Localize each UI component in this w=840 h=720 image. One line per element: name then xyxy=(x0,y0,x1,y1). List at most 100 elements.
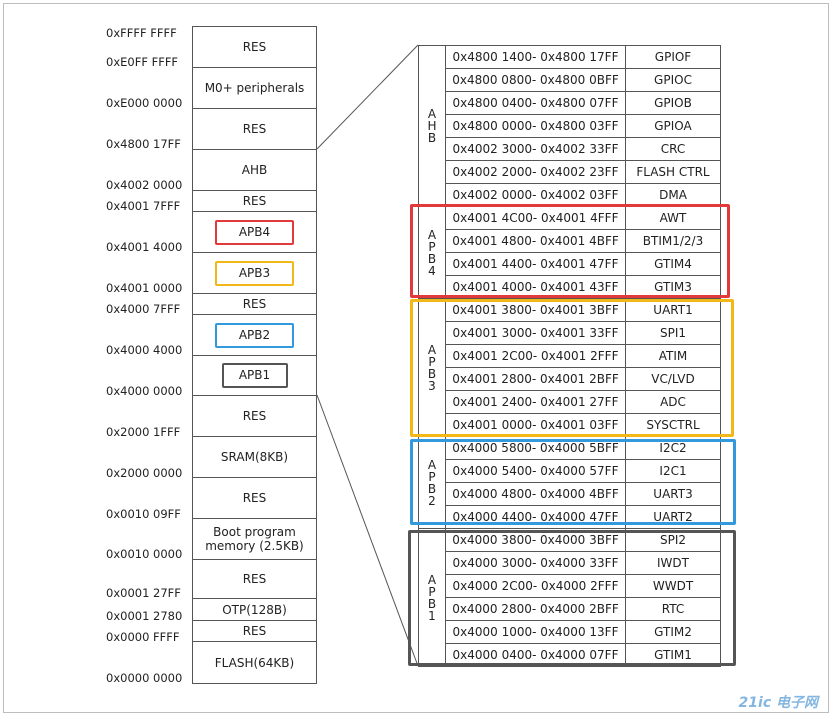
peripheral-name: RTC xyxy=(625,597,721,621)
region-otp: OTP(128B) xyxy=(192,598,317,621)
group-letter: H xyxy=(427,119,437,133)
peripheral-name: WWDT xyxy=(625,574,721,598)
peripheral-name: AWT xyxy=(625,206,721,230)
address-range: 0x4000 1000- 0x4000 13FF xyxy=(445,620,626,644)
region-flash: FLASH(64KB) xyxy=(192,641,317,684)
region-label: RES xyxy=(242,409,267,423)
address-label: 0x4000 4000 xyxy=(106,343,183,357)
peripheral-name: GTIM4 xyxy=(625,252,721,276)
group-letter: A xyxy=(427,107,437,121)
peripheral-name: GPIOB xyxy=(625,91,721,115)
apb3-tag: APB3 xyxy=(215,260,294,286)
region-boot-program-memory: Boot program memory (2.5KB) xyxy=(192,518,317,560)
peripheral-name: SYSCTRL xyxy=(625,413,721,437)
address-range: 0x4001 2C00- 0x4001 2FFF xyxy=(445,344,626,368)
address-range: 0x4001 3800- 0x4001 3BFF xyxy=(445,298,626,322)
region-res: RES xyxy=(192,620,317,642)
address-label: 0x0010 09FF xyxy=(106,507,181,521)
region-label: RES xyxy=(242,40,267,54)
address-range: 0x4001 0000- 0x4001 03FF xyxy=(445,413,626,437)
group-letter: P xyxy=(428,354,436,369)
region-label: RES xyxy=(242,194,267,208)
peripheral-name: VC/LVD xyxy=(625,367,721,391)
group-letter: B xyxy=(427,366,437,381)
group-letter: B xyxy=(427,481,437,496)
region-res: RES xyxy=(192,26,317,68)
address-label: 0xE0FF FFFF xyxy=(106,55,179,69)
peripheral-name: ADC xyxy=(625,390,721,414)
peripheral-name: SPI2 xyxy=(625,528,721,552)
address-label: 0x4000 0000 xyxy=(106,384,183,398)
region-label: OTP(128B) xyxy=(222,602,287,617)
figure-frame xyxy=(3,3,829,713)
table-row: A P B 4 0x4001 4C00- 0x4001 4FFF AWT xyxy=(418,206,721,299)
region-label: RES xyxy=(242,297,267,311)
peripheral-name: GPIOC xyxy=(625,68,721,92)
address-label: 0x4002 0000 xyxy=(106,178,183,192)
group-letter: B xyxy=(427,596,437,611)
peripheral-name: CRC xyxy=(625,137,721,161)
group-letter: A xyxy=(427,342,437,357)
address-label: 0x4001 7FFF xyxy=(106,199,181,213)
table-row: A P B 2 0x4000 5800- 0x4000 5BFF I2C2 xyxy=(418,436,721,529)
peripheral-table: A H B 0x4800 1400- 0x4800 17FF GPIOF 0x4… xyxy=(418,45,721,667)
address-range: 0x4000 0400- 0x4000 07FF xyxy=(445,643,626,667)
group-letter: B xyxy=(427,251,437,266)
region-res: RES xyxy=(192,190,317,212)
address-range: 0x4000 3000- 0x4000 33FF xyxy=(445,551,626,575)
peripheral-name: GPIOF xyxy=(625,45,721,69)
apb1-tag: APB1 xyxy=(221,363,288,388)
group-letter: P xyxy=(428,469,436,484)
address-range: 0x4002 3000- 0x4002 33FF xyxy=(445,137,626,161)
peripheral-name: BTIM1/2/3 xyxy=(625,229,721,253)
peripheral-name: UART2 xyxy=(625,505,721,529)
group-letter: 1 xyxy=(428,608,436,623)
peripheral-name: GTIM2 xyxy=(625,620,721,644)
address-range: 0x4800 1400- 0x4800 17FF xyxy=(445,45,626,69)
group-letter: A xyxy=(427,227,437,242)
address-range: 0x4000 4800- 0x4000 4BFF xyxy=(445,482,626,506)
region-label: RES xyxy=(242,624,267,638)
group-letter: 3 xyxy=(428,378,436,393)
region-apb3: APB3 xyxy=(192,252,317,294)
group-label-apb3: A P B 3 xyxy=(418,298,446,437)
group-letter: B xyxy=(427,131,437,145)
address-range: 0x4001 4000- 0x4001 43FF xyxy=(445,275,626,299)
region-apb1: APB1 xyxy=(192,355,317,396)
address-range: 0x4800 0800- 0x4800 0BFF xyxy=(445,68,626,92)
region-sram: SRAM(8KB) xyxy=(192,436,317,478)
address-label: 0x0000 FFFF xyxy=(106,630,180,644)
peripheral-name: FLASH CTRL xyxy=(625,160,721,184)
peripheral-name: I2C2 xyxy=(625,436,721,460)
peripheral-name: SPI1 xyxy=(625,321,721,345)
address-range: 0x4000 5400- 0x4000 57FF xyxy=(445,459,626,483)
address-range: 0x4000 5800- 0x4000 5BFF xyxy=(445,436,626,460)
group-letter: 4 xyxy=(428,263,436,278)
address-range: 0x4001 3000- 0x4001 33FF xyxy=(445,321,626,345)
address-label: 0xE000 0000 xyxy=(106,96,183,110)
address-range: 0x4000 2800- 0x4000 2BFF xyxy=(445,597,626,621)
peripheral-name: IWDT xyxy=(625,551,721,575)
region-label: SRAM(8KB) xyxy=(220,450,289,464)
connector-line-top xyxy=(316,44,419,150)
group-letter: P xyxy=(428,239,436,254)
address-range: 0x4000 2C00- 0x4000 2FFF xyxy=(445,574,626,598)
watermark-logo: 21ic 电子网 xyxy=(738,695,818,711)
region-res: RES xyxy=(192,108,317,150)
address-label: 0x0001 27FF xyxy=(106,586,181,600)
address-label: 0x4001 4000 xyxy=(106,240,183,254)
group-label-ahb: A H B xyxy=(418,45,446,207)
apb4-tag: APB4 xyxy=(215,219,294,245)
table-row: A P B 1 0x4000 3800- 0x4000 3BFF SPI2 xyxy=(418,528,721,667)
group-label-apb1: A P B 1 xyxy=(418,528,446,667)
